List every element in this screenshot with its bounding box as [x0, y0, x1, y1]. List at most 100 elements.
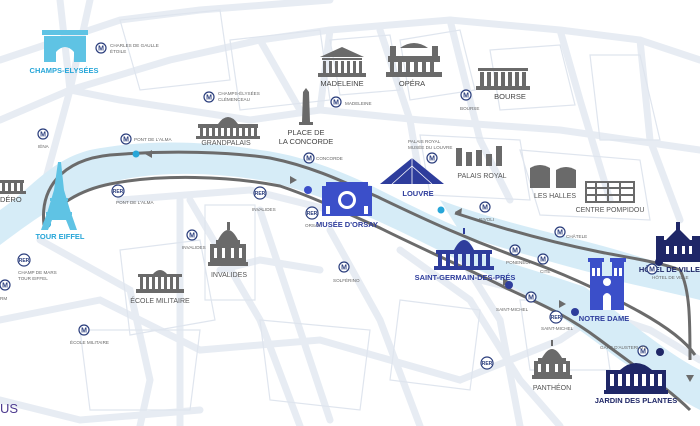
stop-plantes[interactable]: [656, 348, 664, 356]
svg-text:RER: RER: [255, 191, 266, 197]
svg-text:M: M: [649, 267, 655, 274]
station-ce-1: CHAMPS-ÉLYSÉES: [218, 90, 260, 96]
leshalles-label: LES HALLES: [534, 193, 576, 200]
orsay-icon: [322, 182, 372, 216]
stop-alma[interactable]: [132, 150, 140, 158]
arc-de-triomphe-icon: [42, 30, 88, 62]
eiffel-label: TOUR EIFFEL: [35, 232, 84, 241]
svg-text:M: M: [81, 328, 87, 335]
bourse-icon: [476, 68, 530, 90]
svg-text:M: M: [463, 93, 469, 100]
brand-logo-fragment: US: [0, 401, 18, 416]
madeleine-label: MADELEINE: [320, 79, 363, 88]
invalides-label: INVALIDES: [211, 272, 247, 279]
pantheon-icon: [532, 340, 572, 379]
station-bir-hakeim: RM: [0, 296, 7, 301]
station-orsay: ORSAY: [305, 223, 321, 228]
station-concorde: CONCORDE: [316, 156, 343, 161]
svg-text:M: M: [306, 156, 312, 163]
les-halles-icon: [530, 165, 576, 188]
metro-icon[interactable]: M: [554, 226, 566, 238]
metro-icon[interactable]: M: [460, 89, 472, 101]
notre-dame-icon: [588, 258, 626, 310]
metro-icon[interactable]: M: [120, 133, 132, 145]
metro-icon[interactable]: M: [509, 244, 521, 256]
rer-icon[interactable]: RER: [17, 253, 31, 267]
hoteldeville-label: HÔTEL DE VILLE: [639, 265, 700, 274]
svg-text:M: M: [206, 95, 212, 102]
svg-text:RER: RER: [307, 211, 318, 217]
orsay-label: MUSÉE D'ORSAY: [316, 220, 378, 229]
rer-icon[interactable]: RER: [305, 206, 319, 220]
svg-text:M: M: [540, 257, 546, 264]
rer-icon[interactable]: RER: [253, 186, 267, 200]
svg-text:M: M: [98, 46, 104, 53]
station-cdg-2: ÉTOILE: [110, 48, 126, 54]
station-ce-2: CLÉMENCEAU: [218, 96, 250, 102]
metro-icon[interactable]: M: [330, 96, 342, 108]
concorde-label-1: PLACE DE: [287, 128, 324, 137]
station-madeleine: MADELEINE: [345, 101, 372, 106]
grandpalais-label: GRANDPALAIS: [201, 140, 251, 147]
station-invalides-rer: INVALIDES: [252, 207, 276, 212]
route-arrows: [145, 150, 694, 382]
metro-icon[interactable]: M: [78, 324, 90, 336]
metro-icon[interactable]: M: [203, 91, 215, 103]
svg-text:M: M: [640, 349, 646, 356]
station-iena: IÉNA: [38, 143, 50, 149]
station-pr-1: PALAIS ROYAL: [408, 139, 441, 144]
metro-icon[interactable]: M: [186, 229, 198, 241]
stop-louvre[interactable]: [437, 206, 445, 214]
rer-icon[interactable]: RER: [111, 184, 125, 198]
svg-text:M: M: [557, 230, 563, 237]
svg-text:M: M: [429, 156, 435, 163]
svg-text:M: M: [189, 233, 195, 240]
station-cite: CITÉ: [540, 268, 550, 274]
station-bourse: BOURSE: [460, 106, 479, 111]
svg-text:M: M: [512, 248, 518, 255]
stop-stgermain[interactable]: [505, 281, 513, 289]
eiffel-tower-icon: [41, 162, 77, 230]
station-louvre-rivoli: RIVOLI: [479, 217, 494, 222]
boat-route-north: [454, 211, 692, 361]
station-champ-mars-1: CHAMP DE MARS: [18, 270, 57, 275]
metro-icon[interactable]: M: [426, 152, 438, 164]
svg-text:RER: RER: [19, 258, 30, 264]
champs-label: CHAMPS-ELYSÉES: [30, 66, 99, 75]
svg-text:M: M: [341, 265, 347, 272]
ecole-militaire-icon: [136, 270, 184, 293]
notredame-label: NOTRE DAME: [579, 314, 629, 323]
trocadero-icon: [0, 180, 26, 194]
metro-icon[interactable]: M: [525, 291, 537, 303]
metro-icon[interactable]: M: [646, 263, 658, 275]
palais-royal-icon: [456, 146, 502, 166]
metro-icon[interactable]: M: [0, 279, 11, 291]
opera-icon: [386, 43, 442, 77]
svg-text:M: M: [2, 283, 8, 290]
rer-icon[interactable]: RER: [480, 356, 494, 370]
metro-icon[interactable]: M: [537, 253, 549, 265]
concorde-label-2: LA CONCORDE: [279, 137, 334, 146]
station-solferino: SOLFÉRINO: [333, 277, 360, 283]
pompidou-icon: [585, 181, 635, 203]
stop-notredame[interactable]: [571, 308, 579, 316]
pompidou-label: CENTRE POMPIDOU: [576, 207, 645, 214]
rer-icon[interactable]: RER: [549, 310, 563, 324]
stop-orsay[interactable]: [304, 186, 312, 194]
svg-text:RER: RER: [113, 189, 124, 195]
metro-icon[interactable]: M: [637, 345, 649, 357]
station-pont-neuf: PONENEUF: [506, 260, 532, 265]
metro-icon[interactable]: M: [338, 261, 350, 273]
metro-icon[interactable]: M: [303, 152, 315, 164]
bourse-label: BOURSE: [494, 92, 526, 101]
metro-icon[interactable]: M: [479, 201, 491, 213]
station-cdg-1: CHARLES DE GAULLE: [110, 43, 159, 48]
plantes-label: JARDIN DES PLANTES: [595, 396, 678, 405]
station-hdv: HÔTEL DE VILLE: [652, 274, 689, 280]
station-stmichel: SAINT-MICHEL: [496, 307, 529, 312]
metro-icon[interactable]: M: [95, 42, 107, 54]
metro-icon[interactable]: M: [37, 128, 49, 140]
svg-text:M: M: [123, 137, 129, 144]
hotel-de-ville-icon: [656, 222, 700, 262]
